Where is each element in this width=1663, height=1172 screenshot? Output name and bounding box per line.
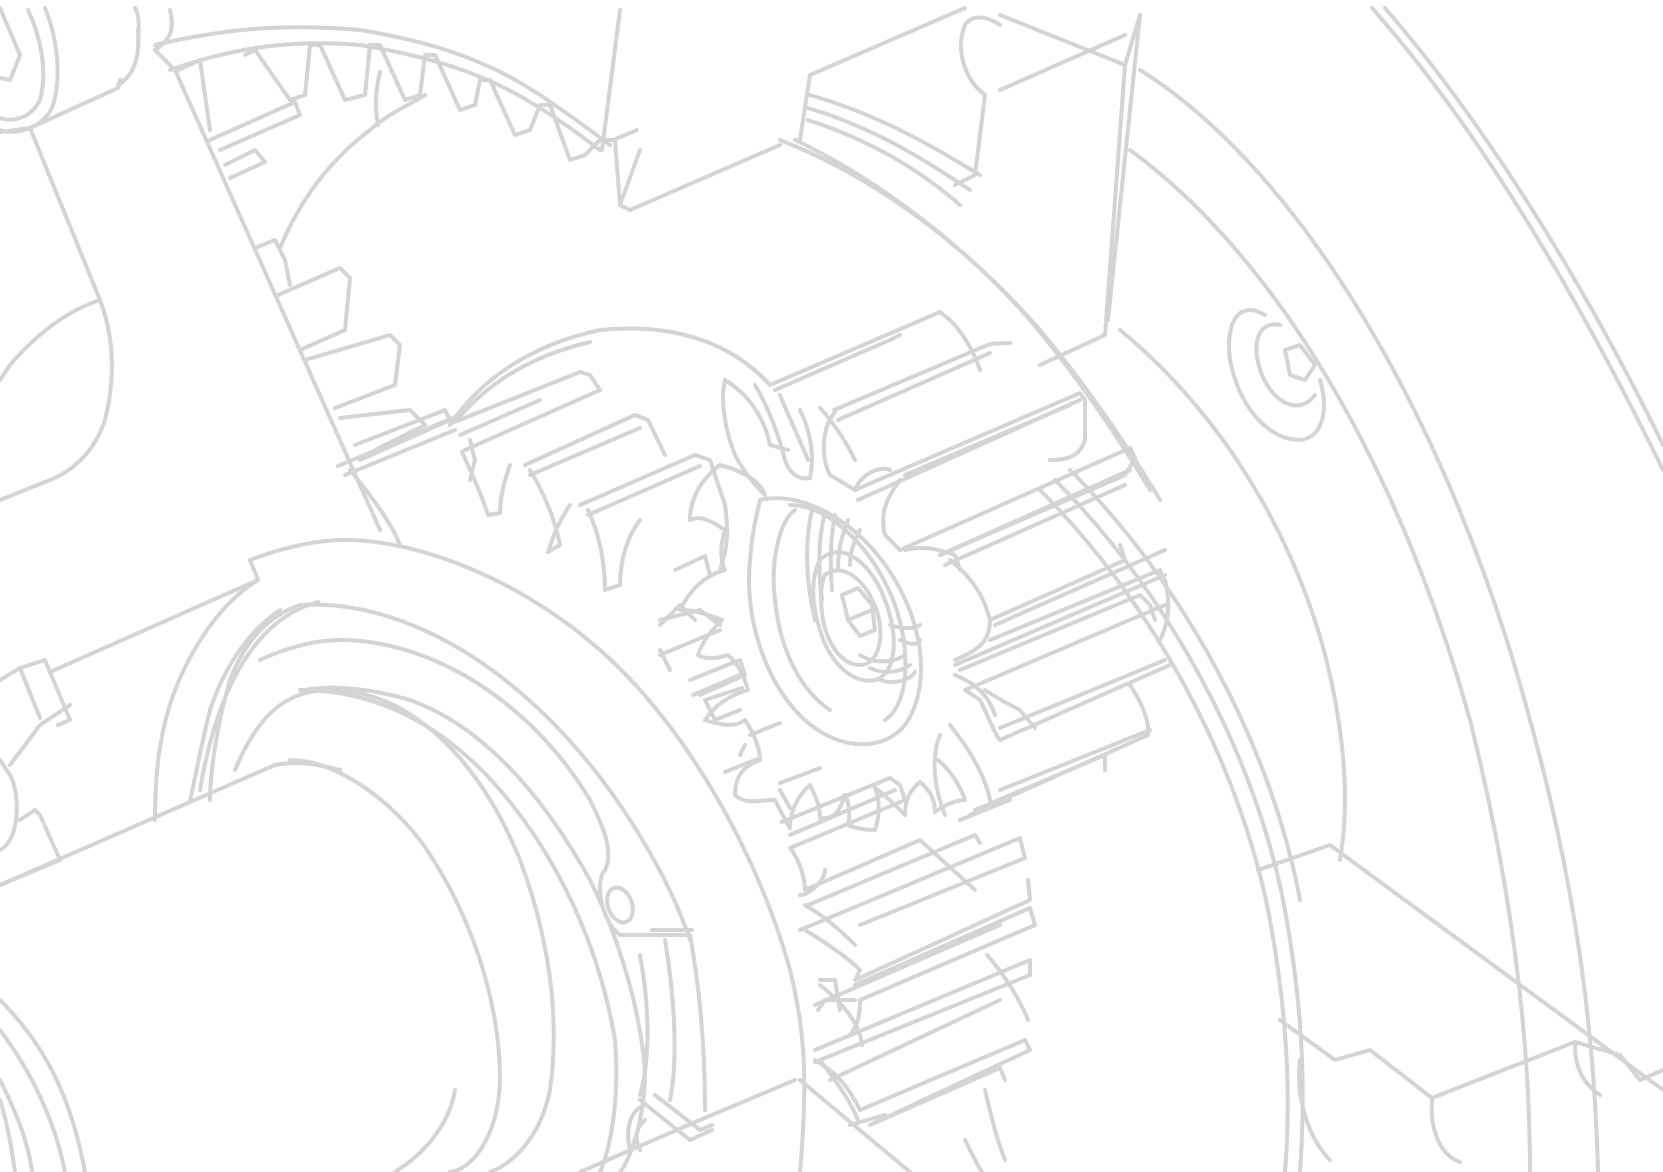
left-edge-parts	[0, 6, 141, 1172]
cylinder-left-teeth	[658, 554, 822, 810]
upper-right-block	[793, 6, 1326, 442]
small-pinion-gear	[678, 378, 967, 832]
large-disc-wheel	[0, 538, 807, 1172]
vertical-shaft	[600, 8, 1142, 322]
cylinder-right-teeth	[818, 341, 1172, 822]
main-toothed-cylinder	[336, 93, 1162, 1172]
left-rack-column	[133, 6, 452, 532]
top-ratchet-strip	[153, 25, 782, 212]
right-frame-beam	[1256, 843, 1663, 1164]
